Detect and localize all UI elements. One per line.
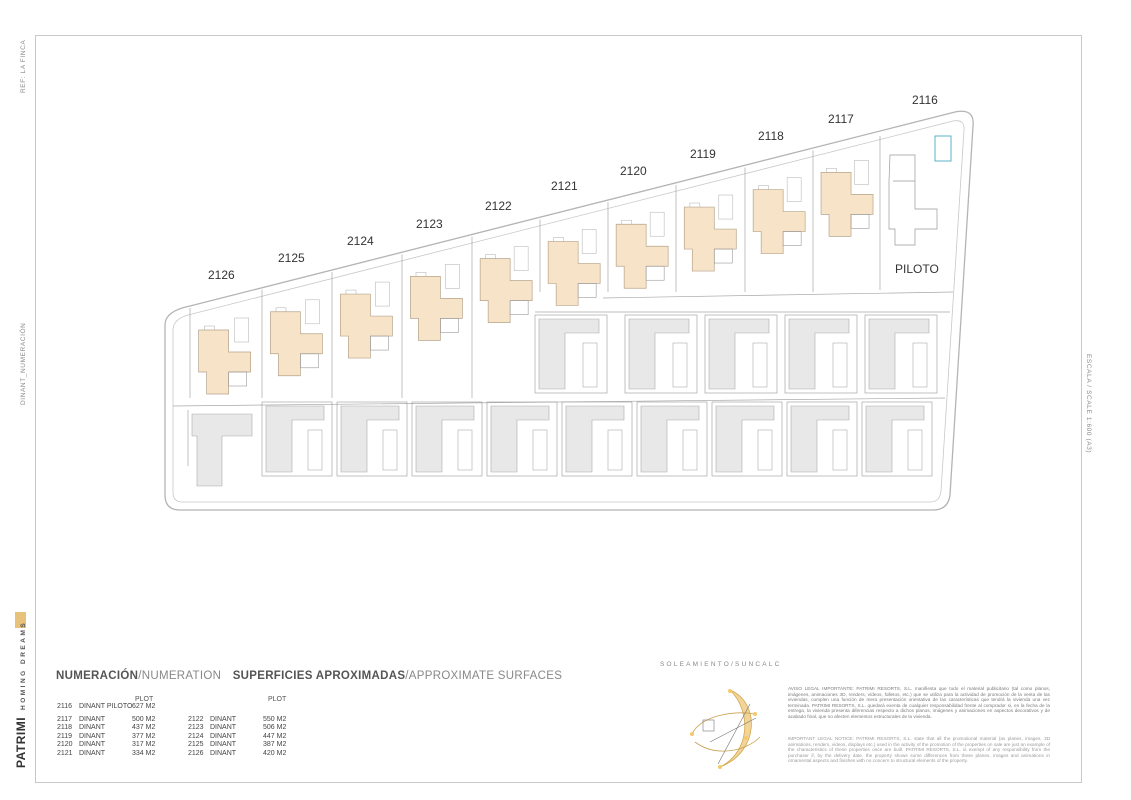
house-standard — [187, 410, 253, 487]
sun-point — [753, 712, 757, 716]
sun-diagram — [690, 689, 761, 769]
numeration-title-en: NUMERATION — [141, 670, 222, 682]
house-standard — [261, 401, 333, 477]
lot-number-label: 2122 — [485, 199, 512, 213]
lot-number-label: 2119 — [690, 147, 716, 161]
house-standard — [864, 314, 938, 394]
lot-number-label: 2121 — [551, 179, 578, 193]
house-highlighted — [615, 223, 669, 289]
lot-number-label: 2116 — [912, 93, 938, 107]
house-standard — [711, 401, 783, 477]
plot-header-right: PLOT — [268, 696, 287, 703]
site-inner-boundary — [172, 120, 965, 503]
house-highlighted — [270, 311, 323, 377]
sun-point — [718, 765, 722, 769]
house-standard — [561, 401, 633, 477]
house-standard — [411, 401, 483, 477]
plot-header-left: PLOT — [135, 696, 154, 703]
house-highlighted — [820, 172, 874, 237]
lot-number-label: 2117 — [828, 112, 854, 126]
surfaces-title-es: SUPERFICIES APROXIMADAS — [232, 670, 406, 682]
house-highlighted — [752, 189, 806, 254]
house-standard — [534, 314, 608, 394]
house-standard — [704, 314, 778, 394]
house-standard — [336, 401, 408, 477]
house-highlighted — [547, 241, 601, 306]
piloto-label: PILOTO — [895, 262, 939, 276]
building-mark — [702, 719, 715, 732]
pool — [934, 135, 952, 162]
page-frame — [35, 35, 1082, 783]
house-highlighted — [410, 276, 463, 341]
legend-title: NUMERACIÓN/NUMERATION SUPERFICIES APROXI… — [56, 670, 563, 682]
house-highlighted — [479, 258, 533, 324]
house-highlighted — [683, 206, 737, 272]
lot-number-label: 2125 — [278, 251, 305, 265]
lot-number-label: 2118 — [758, 129, 784, 143]
legend: NUMERACIÓN/NUMERATION SUPERFICIES APROXI… — [56, 670, 576, 682]
lot-number-label: 2120 — [620, 164, 647, 178]
legal-notice-en: IMPORTANT LEGAL NOTICE: PATRIMI RESORTS,… — [788, 736, 1050, 764]
house-highlighted — [340, 293, 393, 359]
sun-point — [728, 689, 732, 693]
sun-point — [744, 736, 748, 740]
house-standard — [624, 314, 698, 394]
house-standard — [784, 314, 858, 394]
sun-diagram-title: SOLEAMIENTO/SUNCALC — [660, 661, 782, 668]
lot-number-label: 2123 — [416, 217, 443, 231]
brand-accent — [15, 612, 26, 628]
house-standard — [636, 401, 708, 477]
house-standard — [786, 401, 858, 477]
legal-notice-es: AVISO LEGAL IMPORTANTE: PATRIMI RESORTS,… — [788, 686, 1050, 719]
lot-number-label: 2126 — [208, 268, 235, 282]
surfaces-title-en: APPROXIMATE SURFACES — [408, 670, 563, 682]
house-highlighted — [198, 329, 251, 395]
house-standard — [486, 401, 558, 477]
sun-point — [690, 732, 694, 736]
house-piloto — [879, 136, 938, 290]
lot-number-label: 2124 — [347, 234, 374, 248]
numeration-title-es: NUMERACIÓN — [56, 670, 139, 682]
house-standard — [861, 401, 933, 477]
site-boundary — [164, 110, 974, 511]
